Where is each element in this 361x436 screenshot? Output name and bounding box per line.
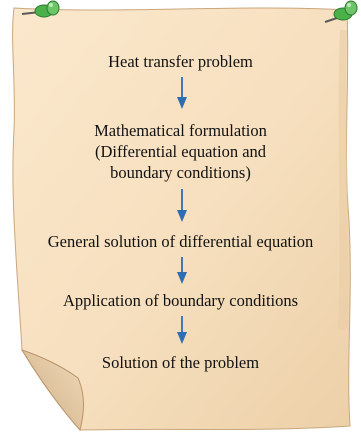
step-text: Mathematical formulation <box>0 120 361 141</box>
step-mathematical-formulation: Mathematical formulation (Differential e… <box>0 120 361 183</box>
step-text: General solution of differential equatio… <box>0 231 361 252</box>
step-boundary-conditions: Application of boundary conditions <box>0 290 361 311</box>
step-general-solution: General solution of differential equatio… <box>0 231 361 252</box>
step-heat-transfer-problem: Heat transfer problem <box>0 51 361 72</box>
step-text: boundary conditions) <box>0 162 361 183</box>
step-text: Heat transfer problem <box>0 51 361 72</box>
step-solution: Solution of the problem <box>0 352 361 373</box>
step-text: Application of boundary conditions <box>0 290 361 311</box>
step-text: Solution of the problem <box>0 352 361 373</box>
step-text: (Differential equation and <box>0 141 361 162</box>
